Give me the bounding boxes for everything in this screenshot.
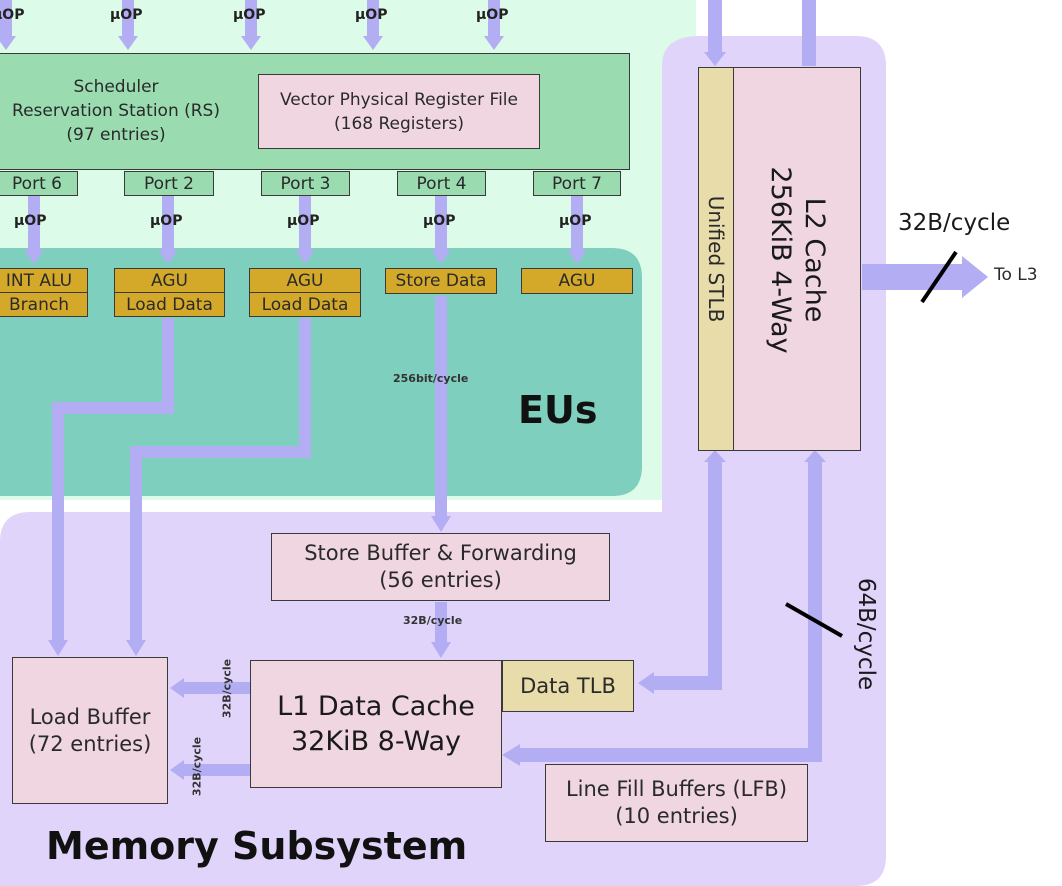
l2-title: L2 Cache: [799, 197, 830, 323]
arrows: [0, 0, 988, 780]
store-buffer-title: Store Buffer & Forwarding: [304, 541, 577, 565]
int-alu-unit: INT ALU: [0, 268, 88, 293]
l2-l1-tick: [785, 602, 843, 638]
l1-title: L1 Data Cache: [277, 691, 475, 722]
uop-label: μOP: [476, 7, 509, 23]
agu-unit-port3: AGU: [249, 268, 361, 293]
to-l3-label: To L3: [994, 265, 1038, 285]
l1-data-cache: L1 Data Cache 32KiB 8-Way: [250, 660, 502, 788]
l1-to-lb-bandwidth-lower: 32B/cycle: [190, 736, 204, 797]
l2-text: L2 Cache 256KiB 4-Way: [763, 80, 831, 440]
load-buffer-entries: (72 entries): [28, 731, 152, 756]
store-data-bandwidth: 256bit/cycle: [393, 372, 469, 385]
l2-cache: [733, 67, 861, 451]
l2-l1-bandwidth: 64B/cycle: [853, 577, 879, 691]
l2-size: 256KiB 4-Way: [765, 166, 796, 354]
uop-label: μOP: [110, 7, 143, 23]
store-data-unit: Store Data: [385, 268, 497, 294]
agu-unit-port2: AGU: [114, 268, 225, 293]
sb-to-l1-bandwidth: 32B/cycle: [403, 614, 463, 627]
data-tlb: Data TLB: [502, 660, 634, 712]
vector-prf-count: (168 Registers): [334, 113, 464, 134]
vector-register-file: Vector Physical Register File (168 Regis…: [258, 74, 540, 149]
port-3: Port 3: [261, 171, 350, 196]
scheduler-subtitle: Reservation Station (RS): [12, 101, 220, 121]
uop-label: μOP: [14, 213, 47, 229]
stlb-label: Unified STLB: [704, 195, 728, 323]
eus-label: EUs: [518, 388, 598, 432]
store-buffer: Store Buffer & Forwarding (56 entries): [271, 533, 610, 601]
agu-unit-port7: AGU: [521, 268, 633, 294]
load-data-unit-port3: Load Data: [249, 292, 361, 317]
store-buffer-entries: (56 entries): [379, 568, 502, 592]
port-4: Port 4: [397, 171, 486, 196]
load-buffer-title: Load Buffer: [29, 704, 151, 729]
uop-label: μOP: [150, 213, 183, 229]
l2-to-l3-bandwidth: 32B/cycle: [898, 210, 1011, 236]
vector-prf-title: Vector Physical Register File: [280, 89, 518, 110]
lfb-title: Line Fill Buffers (LFB): [565, 777, 788, 801]
uop-label: μOP: [233, 7, 266, 23]
scheduler-entries: (97 entries): [66, 125, 166, 145]
scheduler-text: Scheduler Reservation Station (RS) (97 e…: [0, 75, 272, 147]
uop-label: μOP: [423, 213, 456, 229]
lfb-entries: (10 entries): [615, 804, 738, 828]
port-7: Port 7: [533, 171, 621, 196]
l2-l3-tick: [920, 250, 958, 304]
l1-size: 32KiB 8-Way: [291, 726, 461, 757]
l1-to-lb-bandwidth-upper: 32B/cycle: [220, 658, 234, 719]
unified-stlb: [698, 67, 734, 451]
port-6: Port 6: [0, 171, 78, 196]
uop-label: μOP: [559, 213, 592, 229]
line-fill-buffers: Line Fill Buffers (LFB) (10 entries): [545, 764, 808, 842]
port-2: Port 2: [124, 171, 214, 196]
scheduler-title: Scheduler: [73, 77, 159, 97]
branch-unit: Branch: [0, 292, 88, 317]
uop-label: μOP: [287, 213, 320, 229]
load-data-unit-port2: Load Data: [114, 292, 225, 317]
uop-label: μOP: [0, 7, 25, 23]
load-buffer: Load Buffer (72 entries): [12, 657, 168, 804]
memory-subsystem-label: Memory Subsystem: [46, 824, 468, 868]
uop-label: μOP: [355, 7, 388, 23]
